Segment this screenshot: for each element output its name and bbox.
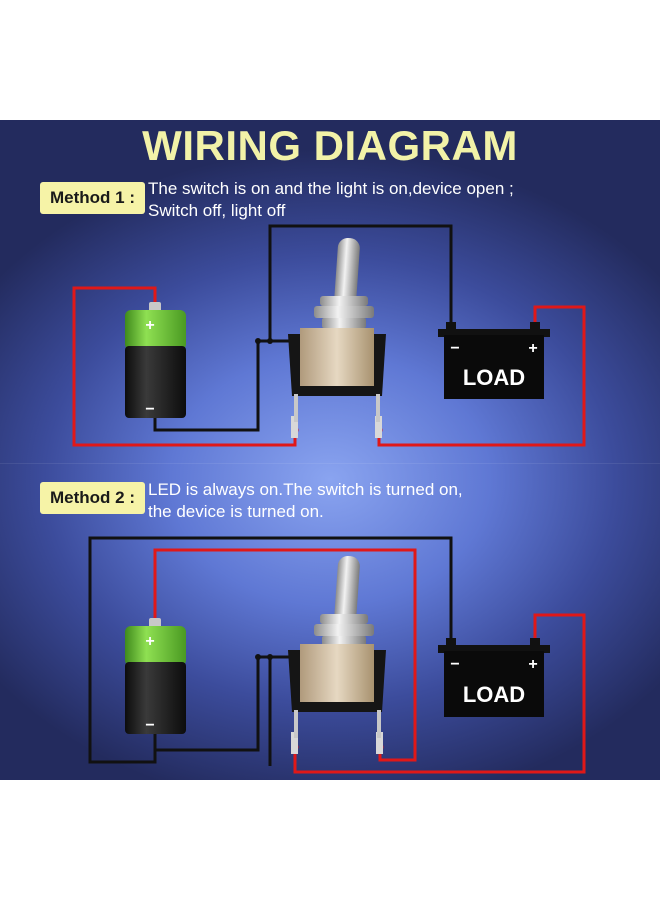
load-label: LOAD xyxy=(463,682,525,707)
section-separator xyxy=(0,463,660,464)
toggle-switch-icon xyxy=(288,237,386,438)
method-1-line-2: Switch off, light off xyxy=(148,201,286,220)
method-1-line-1: The switch is on and the light is on,dev… xyxy=(148,179,514,198)
wiring-diagram-panel: WIRING DIAGRAM Method 1 : The switch is … xyxy=(0,120,660,780)
battery-icon: + − xyxy=(125,302,186,418)
load-box: − + LOAD xyxy=(438,638,550,717)
method-1-badge: Method 1 : xyxy=(40,182,145,214)
method-2-wire-battery-positive xyxy=(153,548,417,762)
load-box: − + LOAD xyxy=(438,322,550,399)
method-2-line-1: LED is always on.The switch is turned on… xyxy=(148,480,463,499)
method-1-circuit: + − − xyxy=(72,224,586,447)
method-1-wire-battery-negative xyxy=(153,341,260,432)
battery-minus-label: − xyxy=(145,717,154,734)
diagram-title: WIRING DIAGRAM xyxy=(142,122,518,169)
battery-minus-label: − xyxy=(145,401,154,418)
battery-plus-label: + xyxy=(145,633,154,650)
method-2-wire-load-positive xyxy=(293,613,586,774)
method-2-circuit: + − − + LOAD xyxy=(88,536,586,774)
method-2-badge: Method 2 : xyxy=(40,482,145,514)
load-plus-label: + xyxy=(528,656,537,673)
battery-plus-label: + xyxy=(145,317,154,334)
method-2-wire-outer-black xyxy=(88,536,453,764)
load-minus-label: − xyxy=(450,656,459,673)
load-minus-label: − xyxy=(450,340,459,357)
method-2-description: LED is always on.The switch is turned on… xyxy=(148,479,463,523)
method-1-description: The switch is on and the light is on,dev… xyxy=(148,178,514,222)
method-2-line-2: the device is turned on. xyxy=(148,502,324,521)
toggle-switch-icon xyxy=(288,555,386,754)
method-1-wire-top-loop xyxy=(268,224,453,341)
load-label: LOAD xyxy=(463,365,525,390)
battery-icon: + − xyxy=(125,618,186,734)
load-plus-label: + xyxy=(528,340,537,357)
method-1-wire-load-positive xyxy=(377,305,586,447)
circuit-diagrams: + − − xyxy=(72,224,586,774)
